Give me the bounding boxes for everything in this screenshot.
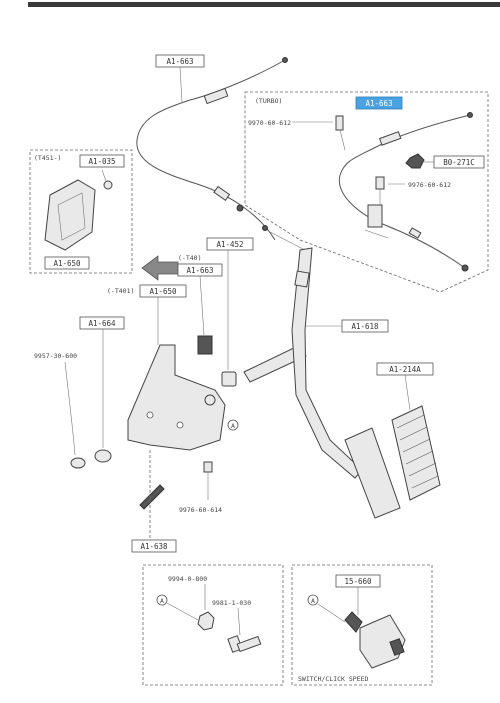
label-bolt-inset: 9981-1-030 [212,599,251,607]
leader-bolt-inset [237,607,241,636]
bottom-left-inset [142,564,284,686]
clip-small-icon [197,335,213,355]
label-bracket-base: A1-650 [53,259,81,268]
label-clip-small: A1-663 [186,266,213,275]
pedal-arm-clip [294,270,310,288]
turbo-tag: (TURBO) [255,97,282,105]
label-pedal-bracket: A1-650 [149,287,177,296]
label-box-bracket-detail [79,154,125,168]
label-cable-main: A1-663 [166,57,193,66]
cable-clip [236,204,244,212]
clip-left-icon [70,457,86,469]
bushing-icon [94,449,112,463]
t402-tag: (-T40) [178,254,201,262]
top-border [28,2,500,7]
leader-cable-main [179,66,183,103]
stopper-icon [221,371,237,387]
leader-bolt-left [64,361,76,456]
pedal-pivot-icon [204,394,216,406]
label-box-return-spring [131,539,177,553]
bolt-top-icon [335,115,344,131]
label-box-spring [79,316,125,330]
callout-a-icon [227,419,239,431]
bracket-hole-1 [146,411,154,419]
bracket-recess [57,192,86,241]
label-box-nut-right [433,155,485,169]
label-box-bracket-base [44,256,90,270]
leader-pedal-pad [404,374,411,411]
bottom-right-inset [291,564,433,686]
leader-bracket-detail [101,169,107,182]
label-spring: A1-664 [88,319,116,328]
turbo-bracket [367,204,383,228]
nut-inset-icon [197,611,215,631]
turbo-cable [338,114,471,269]
callout-a-text: A [231,422,235,430]
switch-callout-a-text: A [311,597,315,605]
switch-callout-a-icon [307,594,319,606]
turbo-cable-end-bottom [461,264,469,272]
return-spring-icon [139,484,165,510]
turbo-adjuster [378,131,402,146]
cable-end-top [282,57,288,63]
inset-callout-line [166,602,199,621]
cable-end-bottom [262,225,268,231]
label-box-turbo-cable [355,96,403,110]
label-box-pedal-arm [341,319,389,333]
switch-connector-icon [389,638,405,656]
pedal-pad-plate [344,427,401,519]
left-inset-tag: (T451-) [34,154,61,162]
label-pedal-arm: A1-618 [351,322,379,331]
throttle-cable [136,59,286,241]
label-switch: 15-660 [344,577,372,586]
label-pedal-pad: A1-214A [389,365,421,374]
label-return-spring: A1-638 [140,542,168,551]
cable-grommet [213,185,231,201]
label-nut-right: B0-271C [443,158,475,167]
cable-leader [269,231,306,251]
label-bolt-left: 9957-30-600 [34,352,77,360]
bolt-right-icon [375,176,385,190]
bracket-bolt-icon [103,180,113,190]
pedal-shaft [243,344,307,383]
switch-caption: SWITCH/CLICK SPEED [298,675,369,683]
inset-callout-a-icon [156,594,168,606]
bolt-inset-shaft [236,635,262,653]
switch-body-icon [359,614,406,669]
turbo-cable-end-top [467,112,473,118]
inset-callout-a-text: A [160,597,164,605]
turbo-region [244,91,489,293]
bracket-hole-2 [176,421,184,429]
label-box-pedal-bracket [139,284,187,298]
label-nut-inset: 9994-0-800 [168,575,207,583]
nut-right-icon [405,153,425,169]
pedal-pad-grip [396,414,439,489]
pedal-pad-rubber [391,405,441,501]
turbo-clip [408,227,422,239]
switch-callout-line [317,603,346,623]
label-box-stopper [206,237,254,251]
cable-adjuster [203,87,229,105]
label-bracket-detail: A1-035 [88,157,115,166]
pedal-bracket-plate [127,344,226,451]
label-stopper: A1-452 [216,240,243,249]
turbo-bracket-foot [364,229,389,239]
bolt-top-shaft [339,129,346,151]
bracket-plate [44,179,96,251]
switch-nut-icon [344,611,363,633]
leader-clip-small [199,275,205,336]
bolt-lower-icon [203,461,213,473]
t401-tag: (-T401) [107,287,134,295]
left-inset [29,149,133,274]
label-bolt-right: 9976-60-612 [408,181,451,189]
label-turbo-cable: A1-663 [365,99,392,108]
label-bolt-lower: 9976-60-614 [179,506,222,514]
direction-arrow-icon [141,255,179,281]
label-bolt-top: 9970-60-612 [248,119,291,127]
